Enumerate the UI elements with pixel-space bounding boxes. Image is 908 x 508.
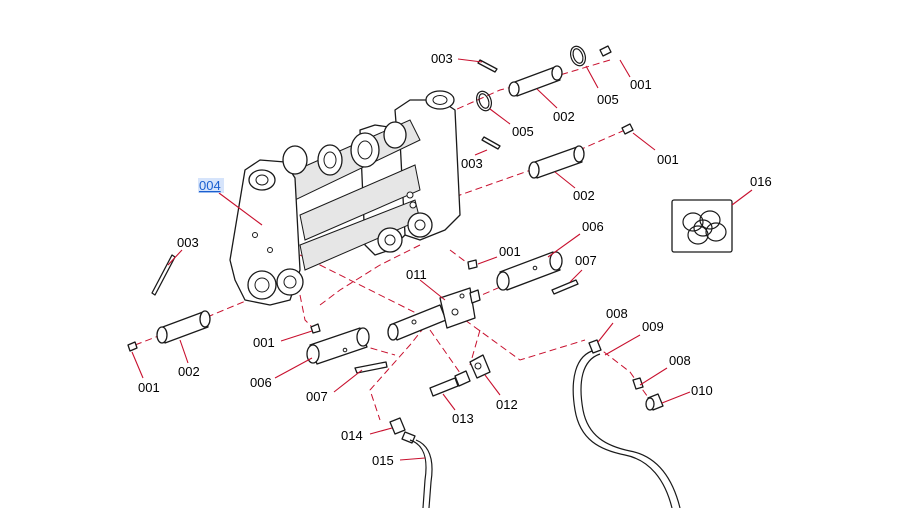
part-013-fitting[interactable] bbox=[429, 370, 471, 397]
label-002-top[interactable]: 002 bbox=[553, 109, 575, 124]
selected-highlight bbox=[198, 178, 224, 193]
label-001-center[interactable]: 001 bbox=[499, 244, 521, 259]
label-002-middle[interactable]: 002 bbox=[573, 188, 595, 203]
label-003-top[interactable]: 003 bbox=[431, 51, 453, 66]
part-labels: 003 001 002 005 005 003 001 002 004 016 … bbox=[138, 51, 772, 468]
label-015[interactable]: 015 bbox=[372, 453, 394, 468]
label-012[interactable]: 012 bbox=[496, 397, 518, 412]
part-007-split-pin-right[interactable] bbox=[551, 279, 579, 295]
label-001-lower-center[interactable]: 001 bbox=[253, 335, 275, 350]
label-002-left[interactable]: 002 bbox=[178, 364, 200, 379]
part-007-split-pin-left[interactable] bbox=[354, 361, 388, 374]
part-015-hose[interactable] bbox=[409, 439, 433, 508]
label-006-right[interactable]: 006 bbox=[582, 219, 604, 234]
label-014[interactable]: 014 bbox=[341, 428, 363, 443]
part-004-frame[interactable] bbox=[229, 90, 461, 306]
label-005-top[interactable]: 005 bbox=[597, 92, 619, 107]
label-007-left[interactable]: 007 bbox=[306, 389, 328, 404]
part-002-pin-top[interactable] bbox=[508, 65, 563, 97]
part-012-valve[interactable] bbox=[469, 354, 491, 379]
part-002-pin-middle[interactable] bbox=[528, 145, 585, 179]
label-008-top[interactable]: 008 bbox=[606, 306, 628, 321]
label-006-left[interactable]: 006 bbox=[250, 375, 272, 390]
label-013[interactable]: 013 bbox=[452, 411, 474, 426]
part-014-fitting[interactable] bbox=[389, 417, 416, 444]
part-008-fitting-top[interactable] bbox=[588, 339, 602, 354]
part-001-nipple-a[interactable] bbox=[599, 45, 612, 57]
label-003-middle[interactable]: 003 bbox=[461, 156, 483, 171]
part-001-nipple-b[interactable] bbox=[621, 123, 634, 135]
part-001-nipple-c[interactable] bbox=[467, 259, 478, 270]
part-001-nipple-e[interactable] bbox=[127, 341, 138, 352]
part-001-nipple-d[interactable] bbox=[310, 323, 321, 334]
label-007-right[interactable]: 007 bbox=[575, 253, 597, 268]
label-003-left[interactable]: 003 bbox=[177, 235, 199, 250]
part-016-seal-kit[interactable] bbox=[671, 199, 733, 253]
part-011-cylinder[interactable] bbox=[387, 287, 481, 341]
part-009-hose[interactable] bbox=[572, 349, 681, 508]
label-001-top-right[interactable]: 001 bbox=[630, 77, 652, 92]
label-016[interactable]: 016 bbox=[750, 174, 772, 189]
label-008-bottom[interactable]: 008 bbox=[669, 353, 691, 368]
label-005-bottom[interactable]: 005 bbox=[512, 124, 534, 139]
part-005-ring-bottom[interactable] bbox=[474, 89, 494, 113]
label-011[interactable]: 011 bbox=[406, 267, 427, 282]
leader-lines bbox=[131, 58, 753, 461]
label-009[interactable]: 009 bbox=[642, 319, 664, 334]
label-010[interactable]: 010 bbox=[691, 383, 713, 398]
label-004-selected[interactable]: 004 bbox=[199, 178, 221, 193]
label-001-left[interactable]: 001 bbox=[138, 380, 160, 395]
part-006-pin-left[interactable] bbox=[306, 327, 370, 365]
part-006-pin-right[interactable] bbox=[496, 251, 563, 291]
part-010-plug[interactable] bbox=[645, 393, 664, 411]
label-001-middle-right[interactable]: 001 bbox=[657, 152, 679, 167]
part-003-spring-pin-middle[interactable] bbox=[481, 136, 501, 150]
part-005-ring-top[interactable] bbox=[568, 44, 588, 68]
part-008-fitting-bottom[interactable] bbox=[632, 377, 644, 390]
part-002-pin-left[interactable] bbox=[156, 310, 211, 344]
